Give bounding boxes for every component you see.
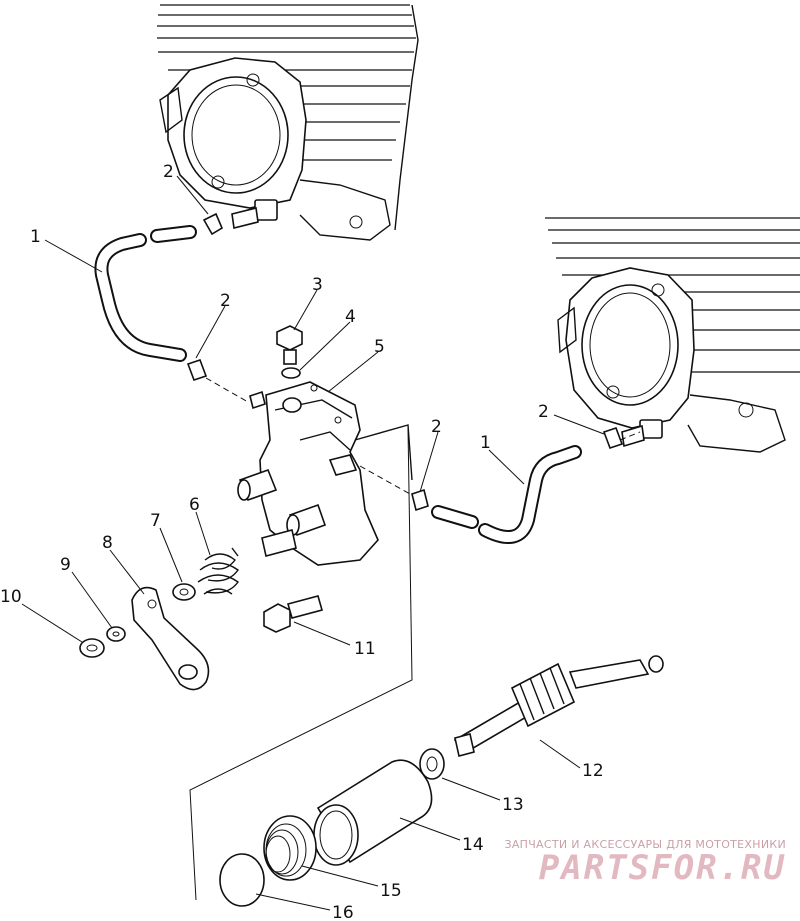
drive-sleeve (313, 759, 433, 866)
assembly-bracket (189, 427, 413, 901)
drive-spring (263, 815, 317, 881)
callout-2-upper: 2 (220, 291, 231, 311)
callout-15: 15 (380, 881, 402, 901)
callout-3: 3 (312, 275, 323, 295)
callout-2-right: 2 (538, 402, 549, 422)
callout-12: 12 (582, 761, 604, 781)
oil-line-right (431, 445, 582, 545)
callout-6: 6 (189, 495, 200, 515)
callout-10: 10 (0, 587, 22, 607)
callout-4: 4 (345, 307, 356, 327)
banjo-bolt (276, 325, 303, 365)
callout-1-left: 1 (30, 227, 41, 247)
lever-nut (79, 638, 105, 658)
right-cylinder (545, 217, 800, 453)
sealing-washer (281, 367, 301, 379)
callout-1-right: 1 (480, 433, 491, 453)
watermark-logo: PARTSFOR.RU (538, 848, 786, 888)
callout-13: 13 (502, 795, 524, 815)
oil-line-left (94, 225, 197, 362)
callout-8: 8 (102, 533, 113, 553)
lever-washer (106, 626, 126, 642)
hose-clamps (186, 212, 624, 512)
callout-7: 7 (150, 511, 161, 531)
watermark: ЗАПЧАСТИ И АКСЕССУАРЫ ДЛЯ МОТОТЕХНИКИ PA… (504, 838, 786, 885)
callout-14: 14 (462, 835, 484, 855)
leader-lines (21, 175, 605, 911)
left-cylinder (157, 4, 419, 241)
routing-lines (205, 377, 641, 495)
callouts: 1 1 2 2 2 2 3 4 5 6 7 8 9 10 11 12 13 14… (0, 162, 604, 921)
oil-pump (237, 381, 413, 566)
return-spring (197, 547, 239, 595)
shaft-washer (419, 748, 445, 780)
callout-2-top: 2 (163, 162, 174, 182)
callout-9: 9 (60, 555, 71, 575)
control-lever (131, 586, 210, 691)
callout-11: 11 (354, 639, 376, 659)
mounting-bolt (263, 595, 323, 633)
callout-2-mid: 2 (431, 417, 442, 437)
drive-shaft (453, 655, 664, 757)
callout-5: 5 (374, 337, 385, 357)
callout-16: 16 (332, 903, 354, 921)
thrust-washer (172, 583, 196, 601)
snap-ring (219, 853, 265, 907)
watermark-tagline: ЗАПЧАСТИ И АКСЕССУАРЫ ДЛЯ МОТОТЕХНИКИ (504, 838, 786, 851)
